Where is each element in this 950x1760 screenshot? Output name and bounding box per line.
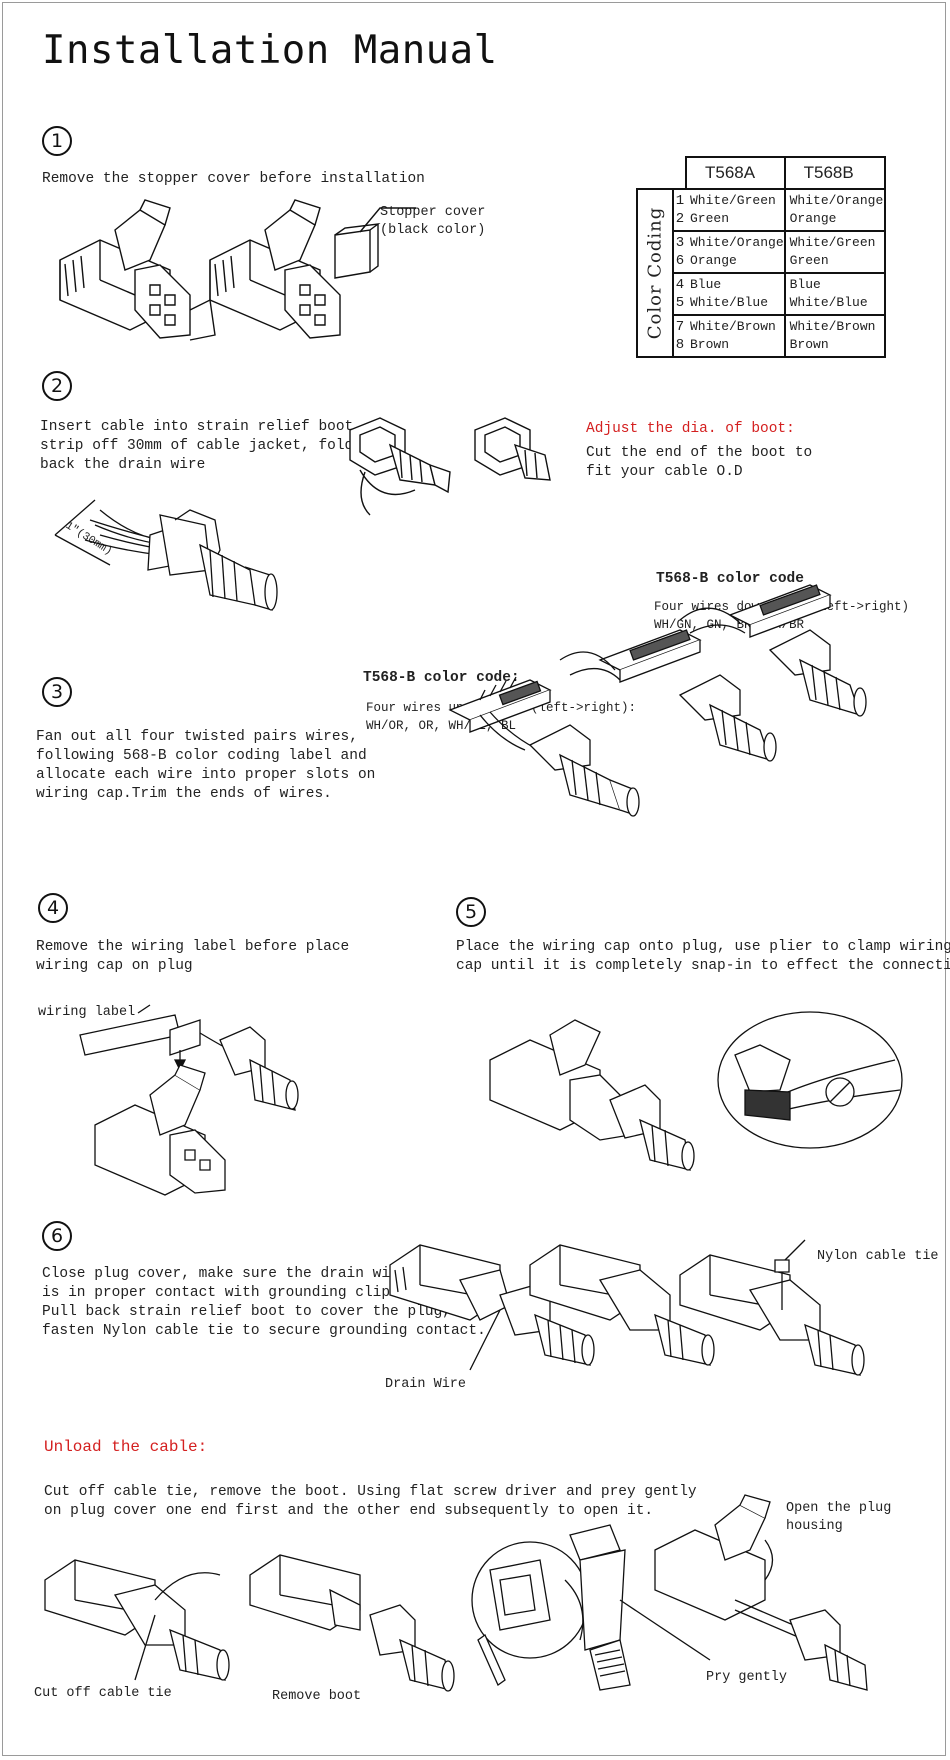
unload-illustration — [40, 1500, 910, 1690]
step-5-illustration — [490, 1020, 910, 1180]
stopper-cover-icon — [335, 208, 416, 278]
table-pins: 4 5 — [672, 272, 686, 316]
pry-gently-label: Pry gently — [706, 1670, 788, 1685]
cut-tie-label: Cut off cable tie — [34, 1686, 172, 1701]
step-5-text: Place the wiring cap onto plug, use plie… — [456, 939, 950, 974]
step-1-illustration — [40, 200, 600, 350]
step-3-text: Fan out all four twisted pairs wires, fo… — [36, 729, 376, 802]
table-cell: Blue White/Blue — [686, 272, 786, 316]
cable-tie-icon — [775, 1260, 789, 1272]
wiring-label-icon — [80, 1015, 180, 1055]
wiring-label-caption: wiring label — [38, 1005, 136, 1020]
table-cell: White/Orange Orange — [783, 188, 886, 232]
table-cell: White/Green Green — [783, 230, 886, 274]
step-4-illustration — [80, 1005, 350, 1195]
drain-wire-label: Drain Wire — [385, 1377, 467, 1392]
table-pins: 3 6 — [672, 230, 686, 274]
table-header-t568b: T568B — [783, 156, 886, 190]
step-3-illustration — [440, 630, 910, 880]
table-header-t568a: T568A — [685, 156, 786, 190]
adjust-boot-title: Adjust the dia. of boot: — [586, 421, 795, 437]
color-coding-table: T568A T568B Color Coding 1 2 White/Green… — [636, 156, 886, 358]
keystone-plug-icon — [60, 200, 215, 340]
step-3-number: 3 — [42, 677, 72, 707]
unload-title: Unload the cable: — [44, 1438, 208, 1456]
step-6-number: 6 — [42, 1221, 72, 1251]
table-pins: 7 8 — [672, 314, 686, 358]
code-title-lower: T568-B color code — [656, 571, 804, 587]
table-cell: White/Orange Orange — [686, 230, 786, 274]
table-cell: Blue White/Blue — [783, 272, 886, 316]
open-housing-label: Open the plug housing — [786, 1501, 892, 1534]
adjust-boot-text: Cut the end of the boot to fit your cabl… — [586, 445, 813, 480]
page-title: Installation Manual — [42, 28, 498, 73]
step-6-text: Close plug cover, make sure the drain wi… — [42, 1266, 486, 1339]
step-6-illustration — [390, 1240, 910, 1390]
code-title-upper: T568-B color code: — [363, 670, 520, 686]
remove-boot-label: Remove boot — [272, 1689, 362, 1704]
screwdriver-icon — [478, 1635, 505, 1685]
table-cell: White/Brown Brown — [783, 314, 886, 358]
step-4-text: Remove the wiring label before place wir… — [36, 939, 350, 974]
step-2-number: 2 — [42, 371, 72, 401]
step-1-text: Remove the stopper cover before installa… — [42, 171, 425, 187]
step-4-number: 4 — [38, 893, 68, 923]
color-coding-side-label: Color Coding — [636, 188, 674, 358]
step-5-number: 5 — [456, 897, 486, 927]
table-cell: White/Green Green — [686, 188, 786, 232]
keystone-plug-icon — [210, 200, 340, 338]
step-2-text: Insert cable into strain relief boot, st… — [40, 419, 362, 473]
step-1-number: 1 — [42, 126, 72, 156]
nylon-tie-label: Nylon cable tie — [817, 1249, 939, 1264]
unload-text: Cut off cable tie, remove the boot. Usin… — [44, 1484, 697, 1519]
step-2-cable-illustration — [50, 495, 290, 625]
table-pins: 1 2 — [672, 188, 686, 232]
table-cell: White/Brown Brown — [686, 314, 786, 358]
step-2-boot-illustration — [340, 410, 570, 520]
stopper-cover-label: Stopper cover (black color) — [380, 205, 486, 238]
